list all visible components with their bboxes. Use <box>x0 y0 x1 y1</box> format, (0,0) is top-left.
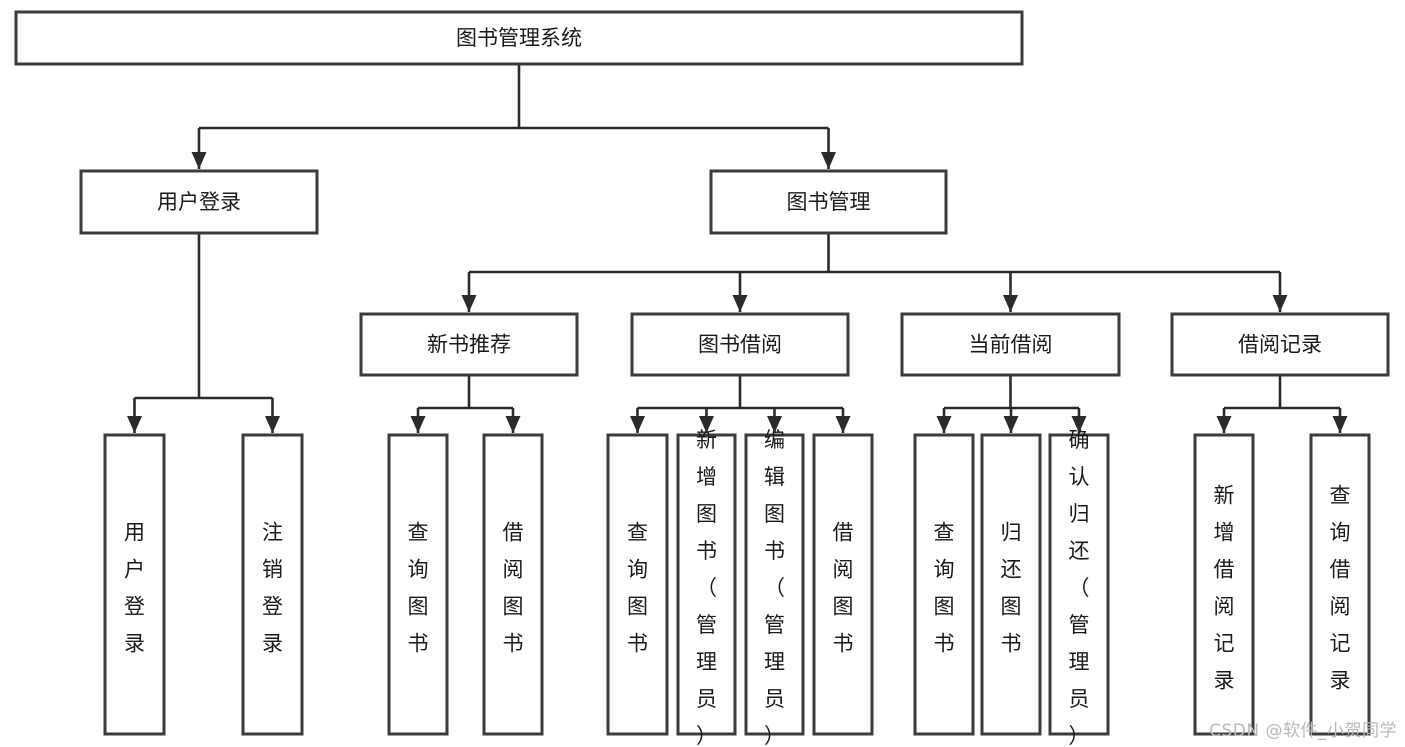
node-box-book-borrow[interactable] <box>630 312 850 377</box>
arrow-head-icon <box>1003 295 1018 312</box>
arrow-head-icon <box>1272 295 1288 312</box>
node-leaf-query-book-current[interactable]: 查询图书 <box>913 433 975 736</box>
node-label-book-manage: 图书管理 <box>787 190 871 214</box>
node-label-leaf-borrow-book-rec: 借阅图书 <box>503 520 524 655</box>
arrow-head-icon <box>265 416 280 433</box>
node-label-leaf-return-book: 归还图书 <box>1001 520 1022 655</box>
node-box-leaf-borrow-book[interactable] <box>812 433 874 736</box>
node-box-leaf-add-borrow-record[interactable] <box>1193 433 1255 736</box>
node-leaf-logout[interactable]: 注销登录 <box>241 433 304 736</box>
arrow-head-icon <box>630 416 645 433</box>
arrow-head-icon <box>127 416 142 433</box>
node-box-new-book-rec[interactable] <box>359 312 579 377</box>
node-box-borrow-record[interactable] <box>1170 312 1390 377</box>
node-label-new-book-rec: 新书推荐 <box>427 333 511 357</box>
arrow-head-icon <box>410 416 426 433</box>
arrow-head-icon <box>821 152 836 169</box>
node-leaf-user-login[interactable]: 用户登录 <box>103 433 166 736</box>
node-box-user-login[interactable] <box>79 169 319 235</box>
arrow-head-icon <box>936 416 952 433</box>
node-label-root: 图书管理系统 <box>456 26 582 50</box>
node-leaf-confirm-return[interactable]: 确认归还（管理员） <box>1048 428 1110 747</box>
node-leaf-add-borrow-record[interactable]: 新增借阅记录 <box>1193 433 1255 736</box>
node-box-root[interactable] <box>14 10 1024 66</box>
node-leaf-borrow-book-rec[interactable]: 借阅图书 <box>482 433 544 736</box>
nodes-layer: 图书管理系统用户登录图书管理新书推荐图书借阅当前借阅借阅记录用户登录注销登录查询… <box>14 10 1390 747</box>
node-borrow-record[interactable]: 借阅记录 <box>1170 312 1390 377</box>
node-leaf-query-borrow-record[interactable]: 查询借阅记录 <box>1309 433 1371 736</box>
node-box-leaf-query-book-current[interactable] <box>913 433 975 736</box>
node-label-borrow-record: 借阅记录 <box>1238 333 1322 357</box>
arrow-head-icon <box>1071 416 1087 433</box>
node-leaf-return-book[interactable]: 归还图书 <box>980 433 1042 736</box>
node-label-leaf-add-book: 新增图书（管理员） <box>696 428 717 747</box>
arrow-head-icon <box>1332 416 1348 433</box>
connectors-layer <box>127 64 1348 433</box>
node-leaf-borrow-book[interactable]: 借阅图书 <box>812 433 874 736</box>
node-new-book-rec[interactable]: 新书推荐 <box>359 312 579 377</box>
node-label-user-login: 用户登录 <box>157 190 241 214</box>
node-box-book-manage[interactable] <box>709 169 948 235</box>
node-leaf-edit-book[interactable]: 编辑图书（管理员） <box>744 428 805 747</box>
node-label-book-borrow: 图书借阅 <box>698 333 782 357</box>
node-label-current-borrow: 当前借阅 <box>969 333 1053 357</box>
node-leaf-add-book[interactable]: 新增图书（管理员） <box>676 428 737 747</box>
node-label-leaf-logout: 注销登录 <box>262 520 283 655</box>
arrow-head-icon <box>505 416 521 433</box>
node-box-leaf-return-book[interactable] <box>980 433 1042 736</box>
node-box-leaf-query-book-rec[interactable] <box>387 433 449 736</box>
arrow-head-icon <box>732 295 748 312</box>
arrow-head-icon <box>699 416 714 433</box>
node-box-leaf-query-book-borrow[interactable] <box>606 433 669 736</box>
node-label-leaf-query-book-rec: 查询图书 <box>408 520 429 655</box>
node-box-leaf-add-book[interactable] <box>676 433 737 736</box>
node-box-leaf-edit-book[interactable] <box>744 433 805 736</box>
node-box-leaf-logout[interactable] <box>241 433 304 736</box>
node-box-leaf-confirm-return[interactable] <box>1048 433 1110 736</box>
node-leaf-query-book-rec[interactable]: 查询图书 <box>387 433 449 736</box>
node-box-leaf-user-login[interactable] <box>103 433 166 736</box>
node-book-borrow[interactable]: 图书借阅 <box>630 312 850 377</box>
node-label-leaf-add-borrow-record: 新增借阅记录 <box>1214 483 1235 692</box>
node-label-leaf-query-book-current: 查询图书 <box>934 520 955 655</box>
node-label-leaf-confirm-return: 确认归还（管理员） <box>1069 428 1090 747</box>
arrow-head-icon <box>1003 416 1019 433</box>
node-current-borrow[interactable]: 当前借阅 <box>900 312 1121 377</box>
node-user-login[interactable]: 用户登录 <box>79 169 319 235</box>
arrow-head-icon <box>191 152 207 169</box>
arrow-head-icon <box>835 416 851 433</box>
node-box-leaf-query-borrow-record[interactable] <box>1309 433 1371 736</box>
arrow-head-icon <box>461 295 477 312</box>
node-label-leaf-borrow-book: 借阅图书 <box>833 520 854 655</box>
node-book-manage[interactable]: 图书管理 <box>709 169 948 235</box>
arrow-head-icon <box>1216 416 1232 433</box>
node-label-leaf-user-login: 用户登录 <box>124 520 145 655</box>
node-leaf-query-book-borrow[interactable]: 查询图书 <box>606 433 669 736</box>
node-label-leaf-edit-book: 编辑图书（管理员） <box>764 428 785 747</box>
node-label-leaf-query-borrow-record: 查询借阅记录 <box>1330 483 1351 692</box>
arrow-head-icon <box>767 416 782 433</box>
node-box-current-borrow[interactable] <box>900 312 1121 377</box>
node-root[interactable]: 图书管理系统 <box>14 10 1024 66</box>
node-box-leaf-borrow-book-rec[interactable] <box>482 433 544 736</box>
node-label-leaf-query-book-borrow: 查询图书 <box>627 520 648 655</box>
